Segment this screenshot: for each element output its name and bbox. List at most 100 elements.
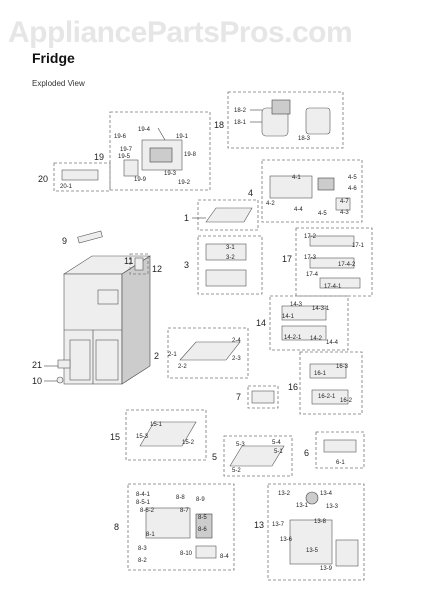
callout-15-1: 15-1 [150,422,163,428]
callout-21: 21 [32,360,42,370]
group-2-box [167,327,249,379]
group-6[interactable]: 6 6-1 [304,431,365,469]
callout-16-1: 16-1 [314,371,327,377]
callout-14-3-1: 14-3-1 [312,306,330,312]
shelf-part [179,341,241,361]
callout-8-9: 8-9 [196,497,205,503]
group-21-10[interactable]: 21 10 [32,359,71,386]
callout-4-1: 4-1 [292,175,301,181]
callout-13-9: 13-9 [320,566,333,572]
callout-6-1: 6-1 [336,460,345,466]
callout-4-5b: 4-5 [318,211,327,217]
control-board-part [317,177,335,191]
group-11-box [129,253,149,275]
group-16-box [299,351,363,415]
evaporator-cover-part [145,507,191,539]
view-label: Exploded View [32,79,85,88]
group-17-box [295,227,373,297]
callout-2: 2 [154,351,159,361]
callout-4-7: 4-7 [340,199,349,205]
callout-20: 20 [38,174,48,184]
callout-17-4: 17-4 [306,272,319,278]
group-13[interactable]: 13 13-2 13-4 13-1 13-3 13-7 13-8 13-6 13… [254,483,365,581]
callout-5: 5 [212,452,217,462]
group-15[interactable]: 15 15-1 15-3 15-2 [110,409,207,461]
callout-18-1: 18-1 [234,120,247,126]
callout-14: 14 [256,318,266,328]
crisper-drawer-part [205,269,247,287]
callout-3-1: 3-1 [226,245,235,251]
callout-16-3: 16-3 [336,364,349,370]
callout-14-2: 14-2 [310,336,323,342]
page-title: Fridge [32,50,75,66]
callout-20-1: 20-1 [60,184,73,190]
door-guard-part [311,389,349,405]
leader-line [157,127,166,141]
callout-8-4: 8-4 [220,554,229,560]
callout-19: 19 [94,152,104,162]
group-19[interactable]: 19 19-4 19-6 19-1 19-7 19-5 19-8 19-3 19… [94,111,211,191]
group-14[interactable]: 14 14-3 14-3-1 14-1 14-2-1 14-2 14-4 [256,295,349,351]
door-bin-part [309,235,355,247]
callout-3: 3 [184,260,189,270]
callout-19-5: 19-5 [118,154,131,160]
callout-17-2: 17-2 [304,234,317,240]
callout-10: 10 [32,376,42,386]
callout-18-3: 18-3 [298,136,311,142]
pantry-bin-part [281,325,327,341]
callout-8-5: 8-5 [198,515,207,521]
group-1[interactable]: 1 [184,199,259,231]
rear-cover-part [289,519,333,565]
callout-13-6: 13-6 [280,537,293,543]
group-17[interactable]: 17 17-2 17-1 17-3 17-4-2 17-4 17-4-1 [282,227,373,297]
callout-19-3: 19-3 [164,171,177,177]
refrigerator-cabinet[interactable] [62,255,152,385]
callout-3-2: 3-2 [226,255,235,261]
callout-18-2: 18-2 [234,108,247,114]
group-14-box [269,295,349,351]
callout-9: 9 [62,236,67,246]
callout-13-5: 13-5 [306,548,319,554]
group-20[interactable]: 20 20-1 [38,162,111,192]
group-2[interactable]: 2 2-1 2-4 2-2 2-3 [154,327,249,379]
group-18[interactable]: 18 18-2 18-1 18-3 [214,91,344,149]
group-3[interactable]: 3 3-1 3-2 [184,235,263,295]
callout-8-6: 8-6 [198,527,207,533]
callout-6: 6 [304,448,309,458]
pantry-bin-part [281,305,327,321]
group-8-box [127,483,235,571]
callout-16-2: 16-2 [340,398,353,404]
group-6-box [315,431,365,469]
callout-4-2: 4-2 [266,201,275,207]
tray-part [251,390,275,404]
callout-16: 16 [288,382,298,392]
callout-2-4: 2-4 [232,338,241,344]
group-4[interactable]: 4 4-1 4-5 4-6 4-2 4-7 4-4 4-5 4-3 [248,159,363,223]
door-stopper-part [77,230,103,244]
callout-13-7: 13-7 [272,522,285,528]
group-7[interactable]: 7 [236,385,279,409]
group-15-box [125,409,207,461]
group-8[interactable]: 8 8-4-1 8-8 8-9 8-5-1 8-6-2 8-7 8-5 8-6 … [114,483,235,571]
callout-8-4-1: 8-4-1 [136,492,151,498]
group-3-box [197,235,263,295]
freezer-door-part [95,339,119,381]
group-7-box [247,385,279,409]
drawer-part [229,445,285,467]
callout-8-10: 8-10 [180,551,193,557]
group-11-12[interactable]: 11 12 [124,253,162,275]
callout-8-5-1: 8-5-1 [136,500,151,506]
group-5[interactable]: 5 5-3 5-4 5-1 5-2 [212,435,293,477]
callout-8-3: 8-3 [138,546,147,552]
group-9[interactable]: 9 [62,230,103,246]
group-16[interactable]: 16 16-3 16-1 16-2-1 16-2 [288,351,363,415]
callout-4-6: 4-6 [348,186,357,192]
watermark-logo: AppliancePartsPros.com [8,16,353,49]
callout-2-3: 2-3 [232,356,241,362]
dispenser-motor-part [149,147,173,163]
cabinet-inner-part [97,289,119,305]
bracket-part [335,197,351,211]
hinge-part [134,257,144,271]
callout-19-6: 19-6 [114,134,127,140]
